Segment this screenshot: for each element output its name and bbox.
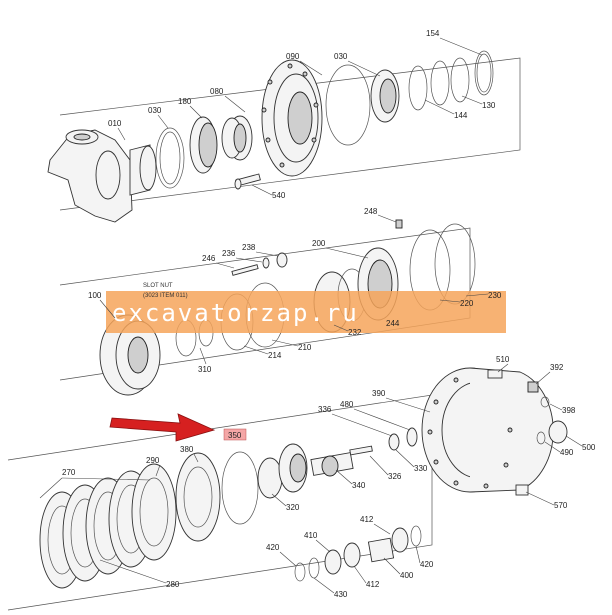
callout-label: 330: [414, 464, 428, 473]
slot-note-line2: (3023 ITEM 011): [143, 293, 188, 299]
needle-bearing-412b: [391, 527, 409, 553]
plug-500: [548, 420, 568, 444]
callout-label: 154: [426, 29, 440, 38]
snap-ring-350: [221, 451, 259, 525]
callout-label: 130: [482, 101, 496, 110]
callout-label: 100: [88, 291, 102, 300]
bolt-246: [231, 264, 259, 276]
steering-knuckle: [47, 129, 157, 223]
washer-398: [540, 396, 550, 408]
callout-label: 236: [222, 249, 236, 258]
washer-430: [308, 557, 320, 579]
bearing-080: [221, 115, 253, 161]
ring-130b: [450, 57, 470, 103]
ring-154: [474, 50, 494, 96]
callout-label: 430: [334, 590, 348, 599]
o-ring-090: [325, 64, 371, 146]
callout-label: 400: [400, 571, 414, 580]
callout-label: 090: [286, 52, 300, 61]
callout-label: 420: [266, 543, 280, 552]
callout-label: 080: [210, 87, 224, 96]
bolt-326: [349, 445, 373, 456]
callout-label: 238: [242, 243, 256, 252]
needle-bearing-412a: [343, 542, 361, 568]
spring-238: [276, 252, 288, 268]
watermark-text: excavatorzap.ru: [112, 299, 359, 327]
callout-label: 412: [360, 515, 374, 524]
bolt-540: [234, 173, 261, 190]
plug-570: [515, 484, 529, 496]
plug-510: [487, 369, 503, 379]
callout-label: 144: [454, 111, 468, 120]
callout-label: 180: [178, 97, 192, 106]
callout-label: 248: [364, 207, 378, 216]
callout-label: 214: [268, 351, 282, 360]
callouts: 154 090 030 180 080 030 010 144 130 540 …: [39, 29, 596, 599]
washer-490: [536, 431, 546, 445]
callout-label: 540: [272, 191, 286, 200]
callout-label: 030: [148, 106, 162, 115]
slot-note-line1: SLOT NUT: [143, 283, 173, 289]
callout-label: 490: [560, 448, 574, 457]
callout-label: 340: [352, 481, 366, 490]
needle-bearing-410: [324, 549, 342, 575]
highlight-arrow: 350: [109, 413, 247, 442]
callout-label: 570: [554, 501, 568, 510]
callout-label: 326: [388, 472, 402, 481]
callout-label: 392: [550, 363, 564, 372]
snap-ring-420-right: [410, 525, 422, 547]
bearing-030-top: [370, 69, 400, 123]
washer-480: [406, 427, 418, 447]
callout-label: 290: [146, 456, 160, 465]
callout-label: 390: [372, 389, 386, 398]
callout-label: 380: [180, 445, 194, 454]
washer-336: [388, 433, 400, 451]
callout-label: 420: [420, 560, 434, 569]
top-assembly: [47, 50, 494, 223]
callout-label: 310: [198, 365, 212, 374]
sun-gear: [278, 443, 308, 493]
highlight-label: 350: [228, 431, 242, 440]
seal-ring-030: [155, 127, 185, 189]
callout-label: 230: [488, 291, 502, 300]
callout-label: 510: [496, 355, 510, 364]
callout-label: 280: [166, 580, 180, 589]
callout-label: 010: [108, 119, 122, 128]
wheel-hub-flange: [261, 59, 323, 177]
callout-label: 410: [304, 531, 318, 540]
ring-130a: [430, 60, 450, 106]
callout-label: 244: [386, 319, 400, 328]
disc-320: [257, 457, 283, 499]
callout-label: 398: [562, 406, 576, 415]
bearing-180: [189, 116, 218, 174]
watermark-banner: excavatorzap.ru: [106, 291, 506, 333]
callout-label: 030: [334, 52, 348, 61]
planet-carrier-100: [99, 314, 161, 396]
washer-236: [262, 257, 270, 269]
callout-label: 336: [318, 405, 332, 414]
callout-label: 220: [460, 299, 474, 308]
callout-label: 270: [62, 468, 76, 477]
callout-label: 480: [340, 400, 354, 409]
snap-ring-420-left: [294, 562, 306, 582]
callout-label: 232: [348, 328, 362, 337]
plug-392: [527, 381, 539, 393]
callout-label: 500: [582, 443, 596, 452]
callout-label: 200: [312, 239, 326, 248]
brake-disc-stack: [39, 463, 177, 589]
planet-gear-400: [367, 537, 395, 563]
bottom-assembly: [39, 367, 568, 589]
callout-label: 412: [366, 580, 380, 589]
pressure-plate-380: [175, 452, 221, 542]
housing-390: [421, 367, 554, 493]
callout-label: 210: [298, 343, 312, 352]
screw-248: [395, 219, 403, 229]
splined-shaft-340: [310, 452, 354, 477]
ring-144: [408, 65, 428, 111]
callout-label: 246: [202, 254, 216, 263]
callout-label: 320: [286, 503, 300, 512]
